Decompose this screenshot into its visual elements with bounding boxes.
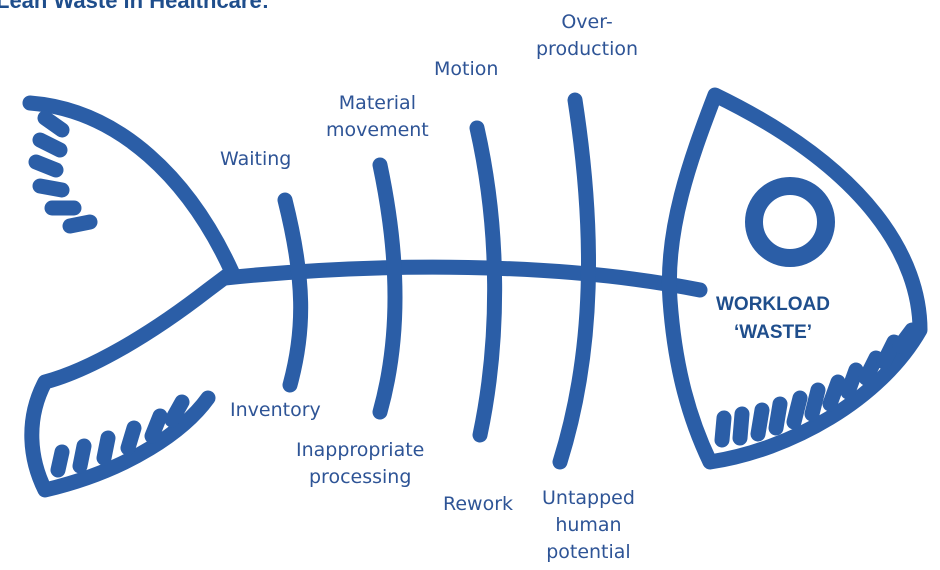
label-rework: Rework	[443, 491, 513, 518]
label-line: Inappropriate	[296, 437, 424, 464]
label-untapped-human-potential: Untapped human potential	[542, 485, 635, 566]
rib-1	[285, 200, 301, 385]
label-inventory: Inventory	[230, 397, 321, 424]
head-label-line-2: ‘WASTE’	[683, 319, 863, 347]
fish-head-label: WORKLOAD ‘WASTE’	[683, 291, 863, 347]
rib-2	[380, 165, 395, 412]
label-line: human	[542, 512, 635, 539]
head-label-line-1: WORKLOAD	[683, 291, 863, 319]
label-material-movement: Material movement	[326, 90, 429, 144]
label-line: Over-	[536, 9, 638, 36]
label-line: Untapped	[542, 485, 635, 512]
label-over-production: Over- production	[536, 9, 638, 63]
fish-eye	[754, 186, 826, 258]
label-line: Motion	[434, 56, 498, 83]
label-line: potential	[542, 539, 635, 566]
label-line: Inventory	[230, 397, 321, 424]
label-waiting: Waiting	[220, 146, 291, 173]
rib-3	[477, 128, 495, 435]
label-line: Waiting	[220, 146, 291, 173]
label-line: Rework	[443, 491, 513, 518]
diagram-title: Lean Waste in Healthcare:	[0, 0, 269, 14]
tail-fringe-upper	[36, 118, 90, 226]
label-line: processing	[296, 464, 424, 491]
label-inappropriate-processing: Inappropriate processing	[296, 437, 424, 491]
rib-4	[560, 100, 589, 462]
label-motion: Motion	[434, 56, 498, 83]
label-line: production	[536, 36, 638, 63]
label-line: Material	[326, 90, 429, 117]
label-line: movement	[326, 117, 429, 144]
